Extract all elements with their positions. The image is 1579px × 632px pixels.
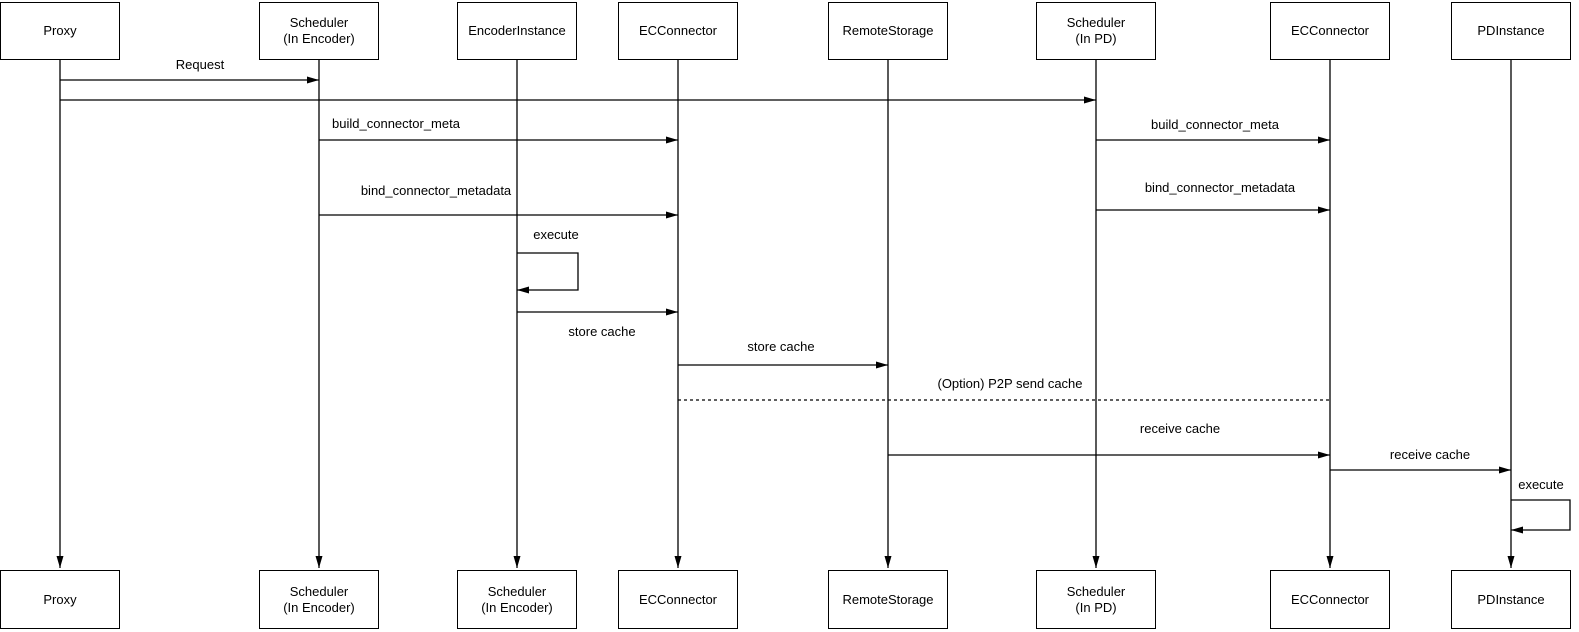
actor-top-ec-connector-right: ECConnector [1270, 2, 1390, 60]
actor-top-encoder-instance: EncoderInstance [457, 2, 577, 60]
actor-label: ECConnector [638, 23, 718, 38]
actor-top-proxy: Proxy [0, 2, 120, 60]
actor-label: ECConnector [1290, 591, 1370, 607]
actor-label: PDInstance [1477, 23, 1545, 38]
actor-label: PDInstance [1477, 591, 1545, 607]
self-message-loop-execute-encoder [517, 252, 579, 294]
actor-label: Proxy [43, 591, 77, 607]
actor-label: Scheduler (In PD) [1066, 583, 1126, 615]
self-message-loop-execute-pd [1511, 499, 1571, 534]
actor-label: Scheduler (In Encoder) [283, 583, 355, 615]
actor-bottom-pd-instance: PDInstance [1451, 570, 1571, 629]
actor-top-ec-connector-left: ECConnector [618, 2, 738, 60]
actor-label: RemoteStorage [842, 591, 934, 607]
self-message-label-execute-pd: execute [1518, 477, 1564, 492]
message-label-request: Request [175, 57, 225, 72]
message-label-build-connector-meta-left: build_connector_meta [332, 116, 460, 131]
actor-label: Scheduler (In Encoder) [283, 15, 355, 46]
actor-bottom-proxy: Proxy [0, 570, 120, 629]
actor-label: RemoteStorage [842, 23, 934, 38]
message-label-receive-cache-1: receive cache [1139, 421, 1221, 436]
actor-bottom-scheduler-in-encoder: Scheduler (In Encoder) [259, 570, 379, 629]
actor-label: ECConnector [638, 591, 718, 607]
message-label-store-cache-1: store cache [568, 324, 636, 339]
actor-bottom-scheduler-in-encoder-2: Scheduler (In Encoder) [457, 570, 577, 629]
actor-top-remote-storage: RemoteStorage [828, 2, 948, 60]
message-label-build-connector-meta-right: build_connector_meta [1151, 117, 1279, 132]
actor-bottom-ec-connector-left: ECConnector [618, 570, 738, 629]
actor-label: ECConnector [1290, 23, 1370, 38]
actor-label: EncoderInstance [468, 23, 566, 38]
message-label-bind-connector-metadata-right: bind_connector_metadata [1144, 180, 1296, 195]
actor-label: Scheduler (In Encoder) [481, 583, 553, 615]
actor-top-scheduler-in-encoder: Scheduler (In Encoder) [259, 2, 379, 60]
actor-bottom-ec-connector-right: ECConnector [1270, 570, 1390, 629]
message-label-store-cache-2: store cache [747, 339, 815, 354]
actor-label: Proxy [43, 23, 77, 38]
message-label-receive-cache-2: receive cache [1389, 447, 1471, 462]
message-label-p2p-send-cache: (Option) P2P send cache [937, 376, 1083, 391]
actor-bottom-scheduler-in-pd: Scheduler (In PD) [1036, 570, 1156, 629]
actor-top-scheduler-in-pd: Scheduler (In PD) [1036, 2, 1156, 60]
actor-top-pd-instance: PDInstance [1451, 2, 1571, 60]
actor-bottom-remote-storage: RemoteStorage [828, 570, 948, 629]
self-message-label-execute-encoder: execute [533, 227, 579, 242]
message-label-bind-connector-metadata-left: bind_connector_metadata [360, 183, 512, 198]
actor-label: Scheduler (In PD) [1066, 15, 1126, 46]
